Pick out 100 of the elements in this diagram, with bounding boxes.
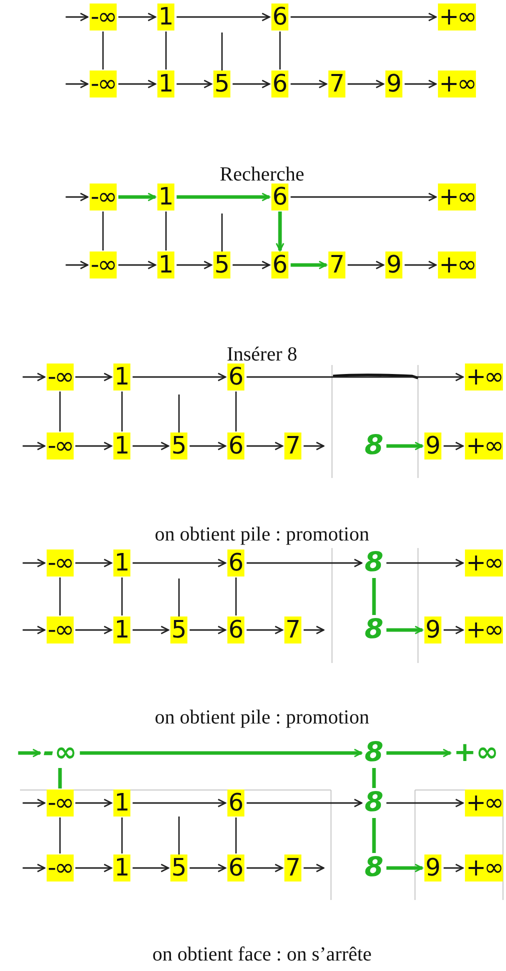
link-line xyxy=(121,578,123,616)
arrow xyxy=(66,80,88,88)
skiplist-key: +∞ xyxy=(438,70,476,98)
skiplist-key: 1 xyxy=(113,432,131,460)
skiplist-key: +∞ xyxy=(464,790,504,816)
arrow xyxy=(176,12,270,22)
skiplist-key: 6 xyxy=(271,184,289,210)
arrow xyxy=(118,12,156,22)
arrow xyxy=(386,558,464,568)
arrow xyxy=(246,558,362,568)
skiplist-key: 1 xyxy=(113,550,131,576)
skiplist-key: 9 xyxy=(424,616,442,644)
skiplist-key: +∞ xyxy=(464,616,504,644)
handwritten-key: 8 xyxy=(364,432,384,460)
skiplist-key: 9 xyxy=(424,854,442,882)
skiplist-key: 9 xyxy=(385,70,403,98)
skiplist-key: 1 xyxy=(113,616,131,644)
arrow xyxy=(22,798,46,808)
link-line xyxy=(221,214,223,252)
arrow xyxy=(66,260,88,270)
link-line xyxy=(372,768,376,788)
arrow xyxy=(290,80,328,88)
skiplist-key: 5 xyxy=(170,432,188,460)
arrow xyxy=(22,626,46,634)
link-line xyxy=(178,578,180,616)
link-line xyxy=(165,212,167,250)
link-line xyxy=(58,768,62,788)
skiplist-key: 1 xyxy=(157,4,175,30)
arrow xyxy=(66,12,88,22)
arrow xyxy=(246,798,362,808)
arrow xyxy=(304,864,324,872)
arrow xyxy=(176,260,212,270)
arrow xyxy=(118,192,156,202)
handwritten-key: -∞ xyxy=(42,739,78,767)
arrow xyxy=(290,192,437,202)
link-line xyxy=(102,212,104,250)
arrow xyxy=(132,798,226,808)
skiplist-key: +∞ xyxy=(438,184,476,210)
link-line xyxy=(279,32,281,70)
arrow xyxy=(386,442,424,450)
skiplist-key: 7 xyxy=(284,432,302,460)
arrow xyxy=(386,798,464,808)
skiplist-key: -∞ xyxy=(46,616,74,644)
skiplist-key: +∞ xyxy=(464,364,504,390)
skiplist-key: -∞ xyxy=(90,70,116,98)
skiplist-key: 1 xyxy=(113,364,131,390)
arrow xyxy=(386,748,452,758)
skiplist-key: -∞ xyxy=(90,184,116,210)
skiplist-key: +∞ xyxy=(464,550,504,576)
arrow xyxy=(304,442,324,450)
handwritten-key: 8 xyxy=(364,549,384,577)
arrow xyxy=(190,442,226,450)
arrow xyxy=(176,192,270,202)
arrow xyxy=(132,372,226,382)
step-title: on obtient pile : promotion xyxy=(154,708,370,728)
arrow xyxy=(118,260,156,270)
skiplist-key: -∞ xyxy=(90,4,116,30)
arrow xyxy=(290,12,437,22)
step-title: on obtient pile : promotion xyxy=(154,524,370,546)
link-line xyxy=(178,816,180,854)
skiplist-key: 1 xyxy=(113,854,131,882)
step-title: Insérer 8 xyxy=(226,344,298,366)
arrow xyxy=(132,864,170,872)
arrow xyxy=(118,80,156,88)
caption: on obtient face : on s’arrête xyxy=(152,944,372,966)
skiplist-key: 6 xyxy=(271,252,289,278)
link-line xyxy=(372,818,376,853)
arrow xyxy=(18,748,41,758)
skiplist-key: 7 xyxy=(328,70,346,98)
arrow xyxy=(132,442,170,450)
arrow xyxy=(132,558,226,568)
link-line xyxy=(221,32,223,70)
handwritten-key: 8 xyxy=(364,739,384,767)
link-line xyxy=(372,578,376,615)
arrow xyxy=(276,212,284,252)
arrow xyxy=(190,626,226,634)
link-line xyxy=(121,818,123,854)
handwritten-key: 8 xyxy=(364,854,384,882)
skiplist-key: 7 xyxy=(284,616,302,644)
skiplist-key: 5 xyxy=(170,616,188,644)
skiplist-key: 6 xyxy=(227,790,245,816)
arrow xyxy=(22,442,46,450)
handwritten-key: 8 xyxy=(364,616,384,644)
arrow xyxy=(232,260,270,270)
arrow xyxy=(386,626,424,634)
skiplist-key: 6 xyxy=(271,70,289,98)
link-line xyxy=(121,392,123,432)
arrow xyxy=(246,442,284,450)
skiplist-key: 9 xyxy=(385,252,403,278)
arrow xyxy=(75,372,112,382)
arrow xyxy=(190,864,226,872)
skiplist-key: 7 xyxy=(284,854,302,882)
link-line xyxy=(102,32,104,70)
link-line xyxy=(235,818,237,854)
arrow xyxy=(386,864,424,872)
skiplist-key: 6 xyxy=(227,616,245,644)
skiplist-key: 1 xyxy=(113,790,131,816)
skiplist-key: +∞ xyxy=(464,432,504,460)
arrow xyxy=(176,80,212,88)
arrow xyxy=(444,864,464,872)
